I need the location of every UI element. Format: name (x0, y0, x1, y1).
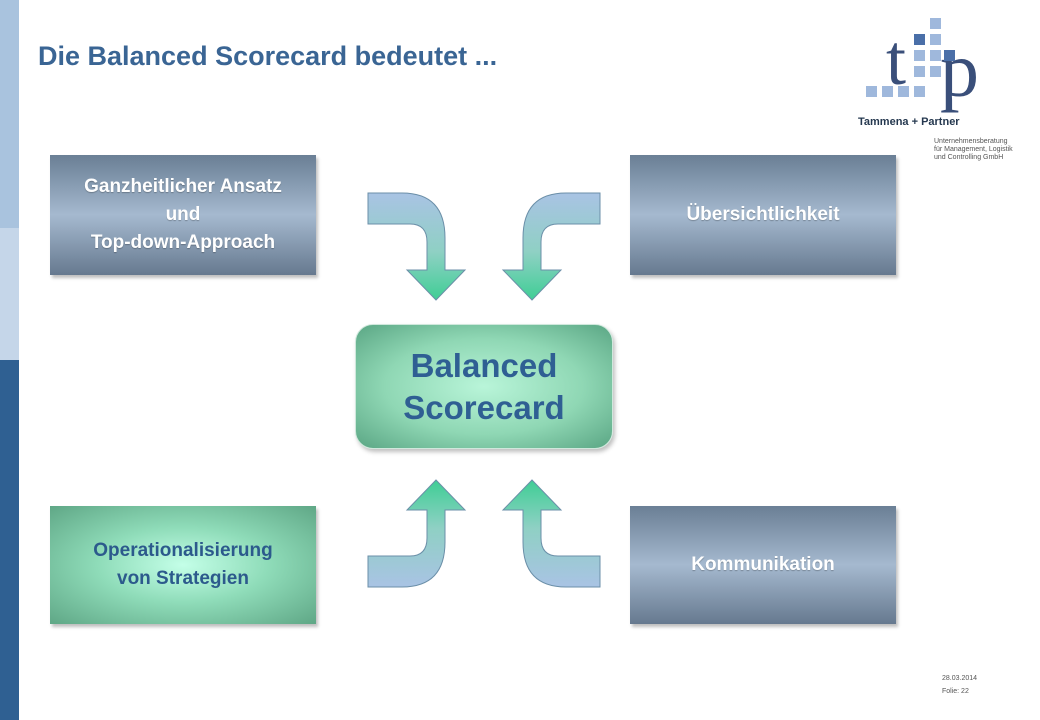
tp-logo: t p (866, 18, 979, 113)
box-holistic-approach: Ganzheitlicher Ansatz und Top-down-Appro… (50, 155, 316, 275)
box-clarity: Übersichtlichkeit (630, 155, 896, 275)
box-operationalization: Operationalisierung von Strategien (50, 506, 316, 624)
box-holistic-line1: Ganzheitlicher Ansatz (84, 176, 282, 197)
svg-text:p: p (940, 26, 979, 113)
arrow-top-left (367, 192, 467, 301)
svg-text:t: t (886, 20, 906, 100)
box-communication-label: Kommunikation (691, 554, 835, 575)
center-line2: Scorecard (403, 388, 565, 426)
center-balanced-scorecard: Balanced Scorecard (355, 324, 613, 449)
arrow-bottom-left (367, 479, 467, 588)
left-bar-top (0, 0, 19, 228)
center-line1: Balanced (410, 346, 558, 384)
left-bar-bottom (0, 360, 19, 720)
arrow-bottom-right (501, 479, 601, 588)
logo-company-name: Tammena + Partner (858, 116, 960, 128)
slide-title: Die Balanced Scorecard bedeutet ... (38, 41, 498, 71)
box-holistic-line2: und (165, 204, 201, 225)
box-clarity-label: Übersichtlichkeit (686, 204, 840, 225)
box-operationalization-line1: Operationalisierung (93, 540, 273, 561)
box-operationalization-line2: von Strategien (117, 568, 249, 589)
box-communication: Kommunikation (630, 506, 896, 624)
box-holistic-line3: Top-down-Approach (90, 232, 276, 253)
arrow-top-right (501, 192, 601, 301)
left-bar-middle (0, 228, 19, 360)
footer-date: 28.03.2014 (942, 675, 978, 682)
footer-slide-number: Folie: 22 (942, 688, 969, 695)
logo-subtitle: Unternehmensberatung für Management, Log… (934, 138, 1013, 161)
